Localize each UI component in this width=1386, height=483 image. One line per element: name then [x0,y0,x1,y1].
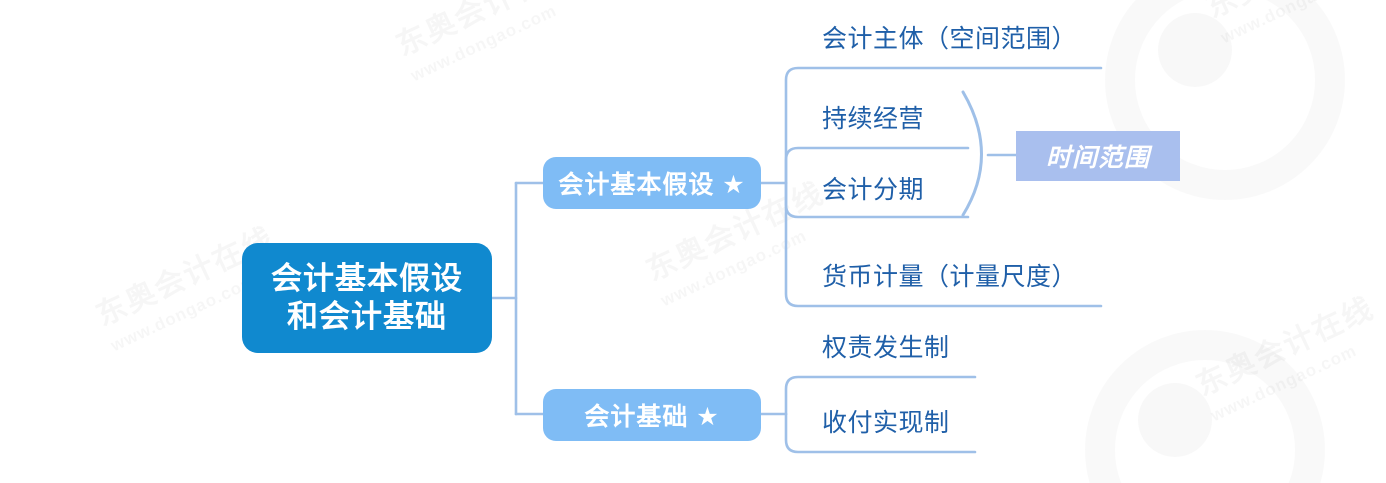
leaf-node-cash-basis[interactable]: 收付实现制 [822,398,1022,444]
branch-node-label: 会计基本假设 ★ [558,171,746,199]
leaf-node-label: 货币计量（计量尺度） [822,263,1078,291]
leaf-node-label: 权责发生制 [822,334,950,362]
root-node-label-line2: 和会计基础 [287,299,447,334]
leaf-node-label: 收付实现制 [822,409,950,437]
branch-node-label: 会计基础 ★ [584,403,720,431]
leaf-node-going-concern[interactable]: 持续经营 [822,94,1022,140]
leaf-node-label: 持续经营 [822,105,925,133]
note-box-time-scope[interactable]: 时间范围 [1016,131,1180,181]
branch-node-accounting-basis[interactable]: 会计基础 ★ [543,389,761,441]
leaf-node-label: 会计主体（空间范围） [822,25,1078,53]
leaf-node-accounting-entity[interactable]: 会计主体（空间范围） [822,14,1122,60]
connector-leaf-2-2 [784,412,977,454]
note-box-label: 时间范围 [1045,144,1150,172]
leaf-node-monetary-measurement[interactable]: 货币计量（计量尺度） [822,252,1122,298]
connector-leaf-2-1 [784,375,977,416]
leaf-node-accrual-basis[interactable]: 权责发生制 [822,323,1022,369]
connector-leaf-1-4 [784,181,1103,308]
connector-leaf-1-2 [784,146,970,185]
root-node[interactable]: 会计基本假设 和会计基础 [242,243,492,353]
connector-leaf-1-1 [784,66,1103,185]
leaf-node-label: 会计分期 [822,176,925,204]
leaf-node-accounting-period[interactable]: 会计分期 [822,165,1022,211]
connector-brace [961,90,983,217]
branch-node-accounting-assumptions[interactable]: 会计基本假设 ★ [543,157,761,209]
root-node-label-line1: 会计基本假设 [271,260,463,296]
